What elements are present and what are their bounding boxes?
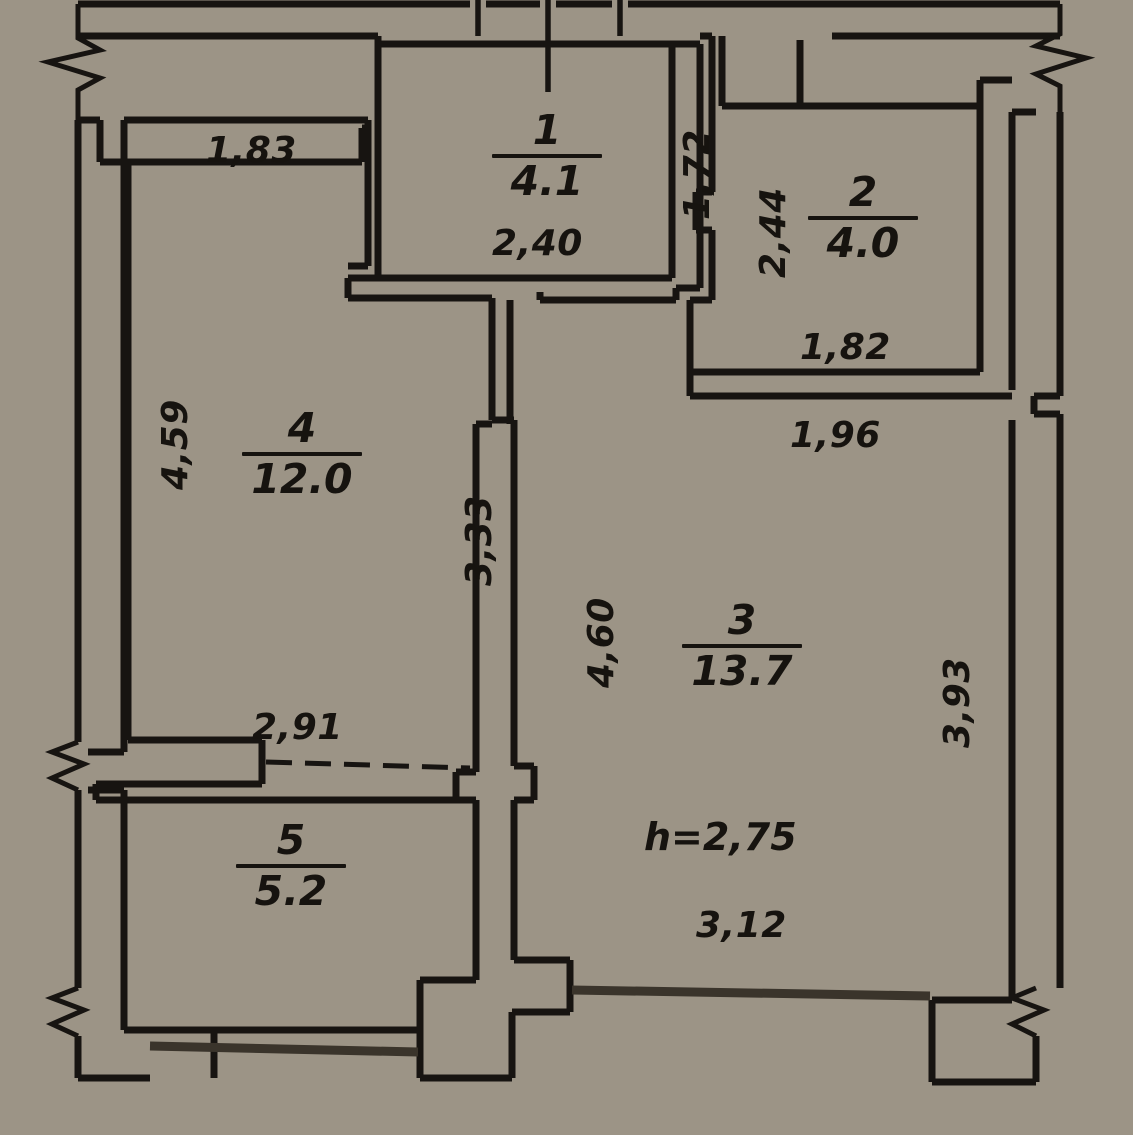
window-room5 (149, 1041, 419, 1057)
room-number-5: 5 (276, 816, 306, 864)
dimension-room3-right: 3,93 (937, 657, 978, 748)
exterior-wall-right (928, 108, 1064, 1086)
break-symbol-bottom-right (1005, 985, 1051, 1039)
break-symbol-top-right (1028, 4, 1096, 112)
room-3-walls (416, 956, 574, 1078)
dimension-room2-bottom: 1,82 (800, 327, 891, 368)
room-number-1: 1 (532, 106, 562, 154)
room-1-walls (344, 40, 704, 312)
room-area-4: 12.0 (251, 455, 353, 503)
room-area-1: 4.1 (510, 157, 584, 205)
dimension-room4-top: 1,83 (206, 130, 297, 171)
room-tag-4: 4 12.0 (242, 408, 362, 501)
room-area-5: 5.2 (254, 867, 328, 915)
break-symbol-bottom-left (44, 985, 91, 1039)
partition-dashed-room5 (265, 759, 471, 771)
room-5-walls (120, 796, 512, 1082)
room-area-2: 4.0 (826, 219, 900, 267)
dimension-room2-left: 2,44 (753, 187, 794, 278)
room-tag-rule (492, 154, 602, 158)
room-number-2: 2 (848, 168, 878, 216)
dimension-room5-top: 2,91 (252, 707, 343, 748)
dimension-room1-right: 1,72 (677, 129, 718, 220)
room-tag-2: 2 4.0 (808, 172, 918, 265)
dimension-room1-width: 2,40 (492, 223, 583, 264)
break-symbol-mid-left (44, 739, 91, 793)
exterior-wall-left (74, 116, 218, 1082)
dimension-room4-right: 3,33 (459, 495, 500, 586)
room-2-walls (686, 36, 1012, 400)
window-openings (149, 985, 931, 1057)
ceiling-height-note: h=2,75 (644, 815, 797, 859)
dimension-room3-left: 4,60 (581, 597, 622, 688)
room-number-3: 3 (727, 596, 757, 644)
room-number-4: 4 (287, 404, 317, 452)
room-4-walls (92, 116, 372, 804)
dimension-room3-bottom: 3,12 (696, 905, 787, 946)
dimension-hall-right-top: 1,96 (790, 415, 881, 456)
break-symbol-top-left (38, 4, 107, 120)
dimension-room4-left: 4,59 (155, 399, 196, 490)
room-tag-rule (242, 452, 362, 456)
room-tag-rule (682, 644, 802, 648)
room-tag-rule (236, 864, 346, 868)
room-tag-3: 3 13.7 (682, 600, 802, 693)
window-room3 (571, 985, 931, 1001)
corridor-walls (452, 300, 538, 980)
room-tag-rule (808, 216, 918, 220)
room-area-3: 13.7 (691, 647, 793, 695)
room-tag-5: 5 5.2 (236, 820, 346, 913)
room-tag-1: 1 4.1 (492, 110, 602, 203)
